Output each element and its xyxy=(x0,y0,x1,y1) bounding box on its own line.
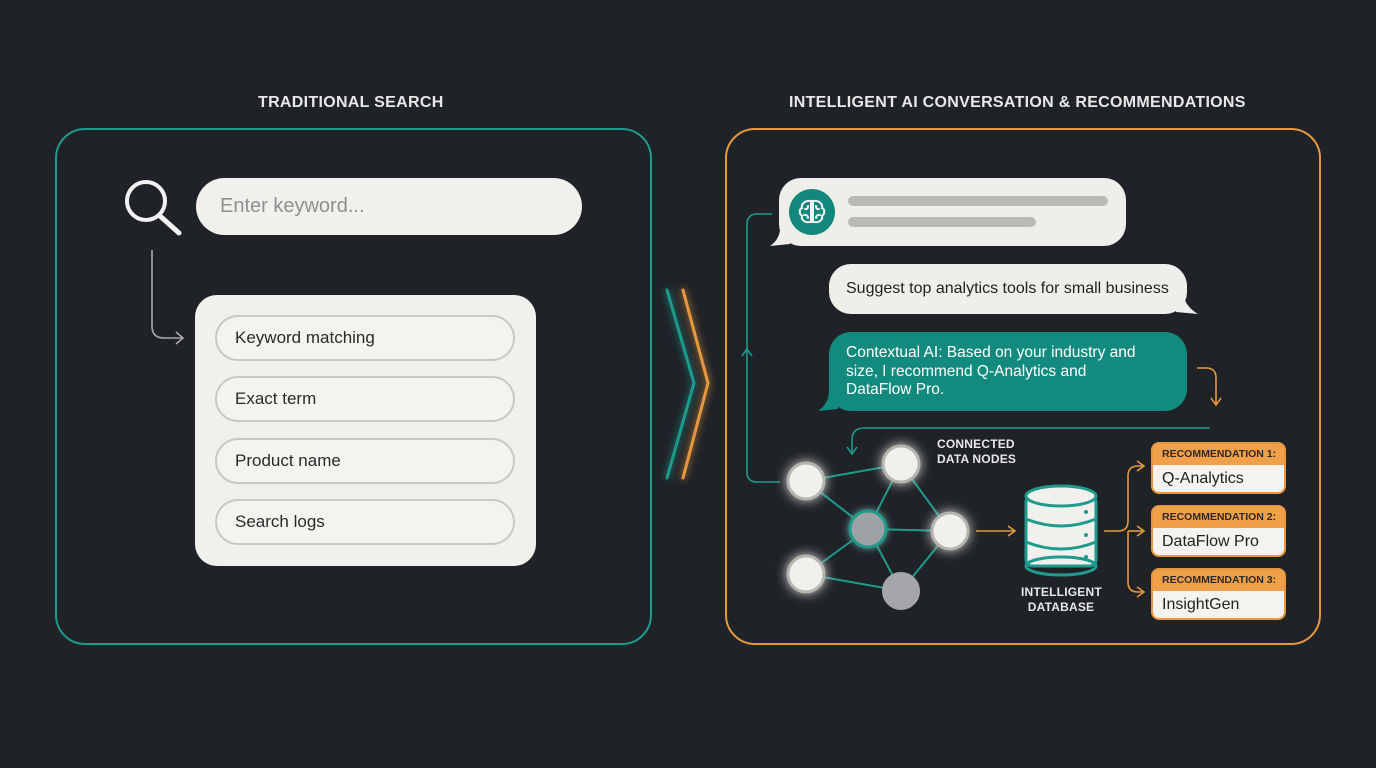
ai-typing-line xyxy=(848,217,1036,227)
result-item-exact-term[interactable]: Exact term xyxy=(215,376,515,422)
ai-assistant-bubble xyxy=(779,178,1126,246)
traditional-search-title: TRADITIONAL SEARCH xyxy=(258,94,444,111)
data-node xyxy=(881,444,921,484)
intelligent-ai-title: INTELLIGENT AI CONVERSATION & RECOMMENDA… xyxy=(789,94,1246,111)
response-arrow xyxy=(1197,367,1222,407)
data-node xyxy=(786,461,826,501)
brain-icon xyxy=(789,189,835,235)
search-results-card: Keyword matching Exact term Product name… xyxy=(195,295,536,566)
user-bubble-tail xyxy=(1172,290,1198,314)
recommendation-card-3[interactable]: RECOMMENDATION 3: InsightGen xyxy=(1151,568,1286,620)
result-item-keyword-matching[interactable]: Keyword matching xyxy=(215,315,515,361)
ai-response-line: DataFlow Pro. xyxy=(846,381,945,398)
recommendation-name: Q-Analytics xyxy=(1162,470,1244,487)
ai-response-line: Contextual AI: Based on your industry an… xyxy=(846,344,1136,361)
search-flow-arrow xyxy=(151,250,185,345)
recommendation-name: InsightGen xyxy=(1162,596,1240,613)
intelligent-ai-panel xyxy=(725,128,1321,645)
ai-typing-line xyxy=(848,196,1108,206)
recommendation-card-1[interactable]: RECOMMENDATION 1: Q-Analytics xyxy=(1151,442,1286,494)
traditional-search-panel xyxy=(55,128,652,645)
result-item-search-logs[interactable]: Search logs xyxy=(215,499,515,545)
ai-response-bubble: Contextual AI: Based on your industry an… xyxy=(829,332,1187,411)
recommendation-branch-arrows xyxy=(1104,460,1146,598)
data-node xyxy=(930,511,970,551)
network-nodes xyxy=(786,444,970,610)
data-node xyxy=(786,554,826,594)
nodes-to-database-arrow xyxy=(976,525,1017,537)
recommendation-label: RECOMMENDATION 1: xyxy=(1153,444,1284,465)
data-node xyxy=(848,509,888,549)
data-node xyxy=(882,572,920,610)
transition-chevron xyxy=(665,288,710,480)
result-item-product-name[interactable]: Product name xyxy=(215,438,515,484)
database-icon xyxy=(1024,484,1098,577)
ai-response-line: size, I recommend Q-Analytics and xyxy=(846,362,1087,380)
recommendation-label: RECOMMENDATION 2: xyxy=(1153,507,1284,528)
connected-data-nodes-label: CONNECTED DATA NODES xyxy=(937,437,1017,466)
recommendation-name: DataFlow Pro xyxy=(1162,533,1259,550)
response-bubble-tail xyxy=(818,387,838,411)
query-arrow xyxy=(846,427,1210,456)
search-icon xyxy=(125,180,182,236)
search-input[interactable] xyxy=(196,178,582,235)
intelligent-database-label: INTELLIGENT DATABASE xyxy=(1021,585,1102,614)
feedback-arrow xyxy=(741,213,780,483)
user-query-bubble: Suggest top analytics tools for small bu… xyxy=(829,264,1187,314)
recommendation-label: RECOMMENDATION 3: xyxy=(1153,570,1284,591)
ai-bubble-tail xyxy=(770,222,790,246)
recommendation-card-2[interactable]: RECOMMENDATION 2: DataFlow Pro xyxy=(1151,505,1286,557)
